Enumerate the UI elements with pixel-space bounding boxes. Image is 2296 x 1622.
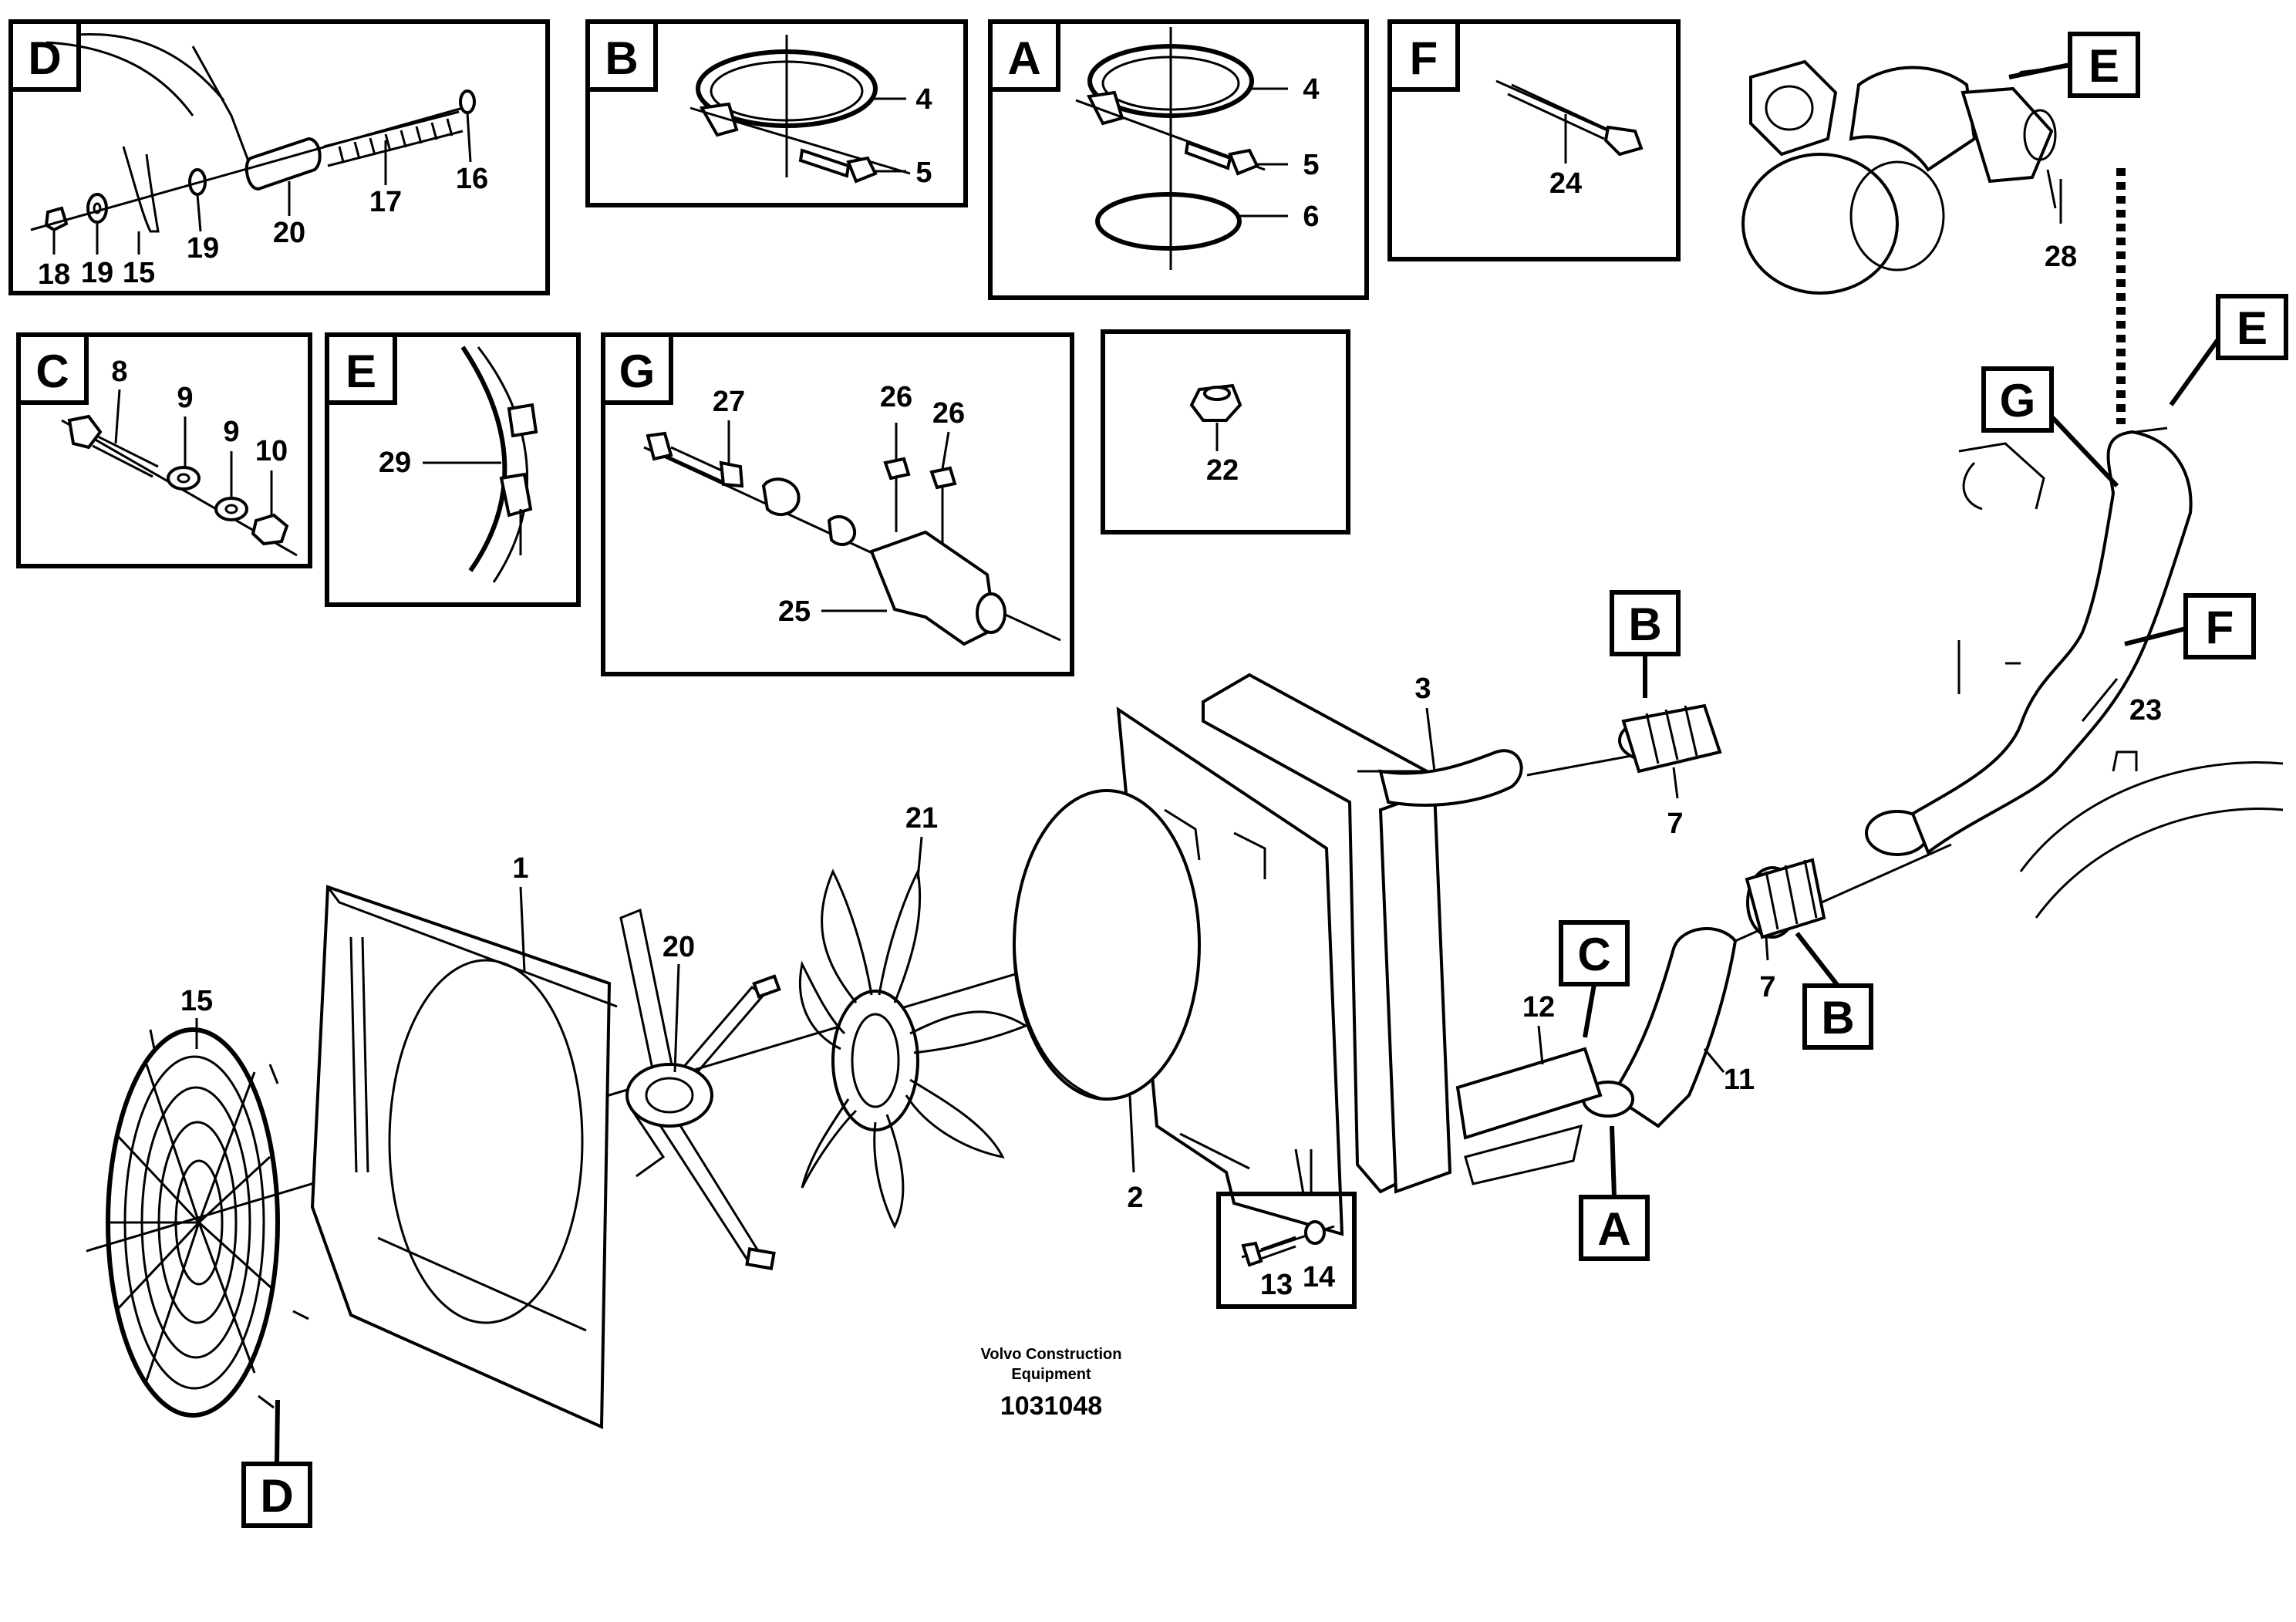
bolt-washer-box [1216, 1148, 1357, 1309]
svg-text:20: 20 [273, 217, 305, 249]
svg-text:B: B [1821, 992, 1854, 1044]
inset-b: B 4 5 [585, 19, 968, 207]
inset-e-letter: E [346, 346, 376, 397]
svg-text:D: D [260, 1470, 293, 1522]
svg-text:2: 2 [1127, 1182, 1143, 1214]
svg-text:15: 15 [123, 257, 155, 289]
inset-d: D 18 19 15 19 20 17 16 [8, 19, 550, 295]
svg-text:19: 19 [187, 232, 219, 265]
svg-text:Volvo Construction: Volvo Construction [981, 1346, 1122, 1363]
fan-guard [106, 1027, 309, 1418]
inset-c: C 8 9 9 10 [16, 332, 312, 568]
svg-text:7: 7 [1759, 971, 1775, 1003]
svg-text:27: 27 [713, 386, 745, 418]
callouts: E E G F B B C A D [241, 32, 2288, 1528]
hose-lower [1455, 843, 1952, 1185]
inset-g-letter: G [619, 346, 656, 397]
inset-f-letter: F [1410, 32, 1438, 84]
svg-text:G: G [2000, 375, 2036, 427]
svg-text:1: 1 [512, 852, 528, 885]
inset-a: A 4 5 6 [988, 19, 1369, 300]
svg-text:28: 28 [2045, 241, 2077, 273]
inset-e: E 29 [325, 332, 581, 607]
svg-text:13: 13 [1260, 1269, 1293, 1301]
svg-text:Equipment: Equipment [1011, 1366, 1091, 1383]
svg-text:C: C [1577, 929, 1610, 980]
shroud [310, 885, 618, 1430]
svg-text:15: 15 [180, 985, 213, 1017]
svg-text:9: 9 [223, 416, 239, 448]
bellows-upper [1618, 703, 1722, 774]
svg-text:16: 16 [456, 163, 488, 195]
svg-text:23: 23 [2129, 694, 2162, 727]
svg-text:10: 10 [255, 435, 288, 467]
svg-text:9: 9 [177, 382, 193, 414]
fan [798, 868, 1029, 1229]
svg-text:3: 3 [1414, 673, 1431, 705]
fan-cowl [1013, 706, 1344, 1236]
svg-text:26: 26 [932, 397, 965, 430]
svg-text:B: B [1628, 599, 1661, 650]
svg-text:22: 22 [1206, 454, 1239, 487]
svg-text:29: 29 [379, 447, 411, 479]
inset-b-letter: B [605, 32, 638, 84]
svg-text:7: 7 [1667, 808, 1683, 840]
svg-text:12: 12 [1522, 991, 1555, 1023]
fan-bracket [619, 908, 781, 1270]
svg-text:17: 17 [369, 186, 402, 218]
svg-text:26: 26 [880, 381, 912, 413]
inset-nut: 22 [1101, 329, 1350, 534]
svg-text:A: A [1597, 1203, 1630, 1255]
inset-a-letter: A [1007, 32, 1040, 84]
turbo [1741, 59, 2057, 295]
svg-text:6: 6 [1303, 201, 1319, 233]
svg-text:5: 5 [1303, 149, 1319, 181]
svg-text:F: F [2206, 602, 2234, 653]
svg-text:21: 21 [905, 802, 938, 835]
svg-text:14: 14 [1303, 1261, 1335, 1293]
svg-text:20: 20 [663, 931, 695, 963]
inset-f: F 24 [1387, 19, 1681, 261]
main-assembly: 1 2 3 7 7 11 12 13 14 15 20 21 23 28 [86, 59, 2284, 1430]
inset-g: G 27 26 26 25 [601, 332, 1074, 676]
svg-text:24: 24 [1549, 167, 1582, 200]
inset-c-letter: C [35, 346, 69, 397]
charge-pipe [1865, 427, 2193, 856]
inset-d-letter: D [28, 32, 61, 84]
svg-text:5: 5 [915, 157, 932, 189]
bellows-lower [1745, 858, 1826, 939]
svg-text:19: 19 [81, 257, 113, 289]
svg-text:4: 4 [1303, 73, 1319, 106]
svg-text:E: E [2089, 40, 2119, 92]
svg-text:8: 8 [111, 356, 127, 388]
svg-text:1031048: 1031048 [1000, 1391, 1102, 1421]
svg-text:18: 18 [38, 258, 70, 291]
svg-text:25: 25 [778, 595, 811, 628]
svg-text:E: E [2237, 302, 2267, 354]
svg-text:11: 11 [1724, 1064, 1755, 1096]
radiator [1202, 673, 1632, 1194]
svg-text:4: 4 [915, 83, 932, 116]
